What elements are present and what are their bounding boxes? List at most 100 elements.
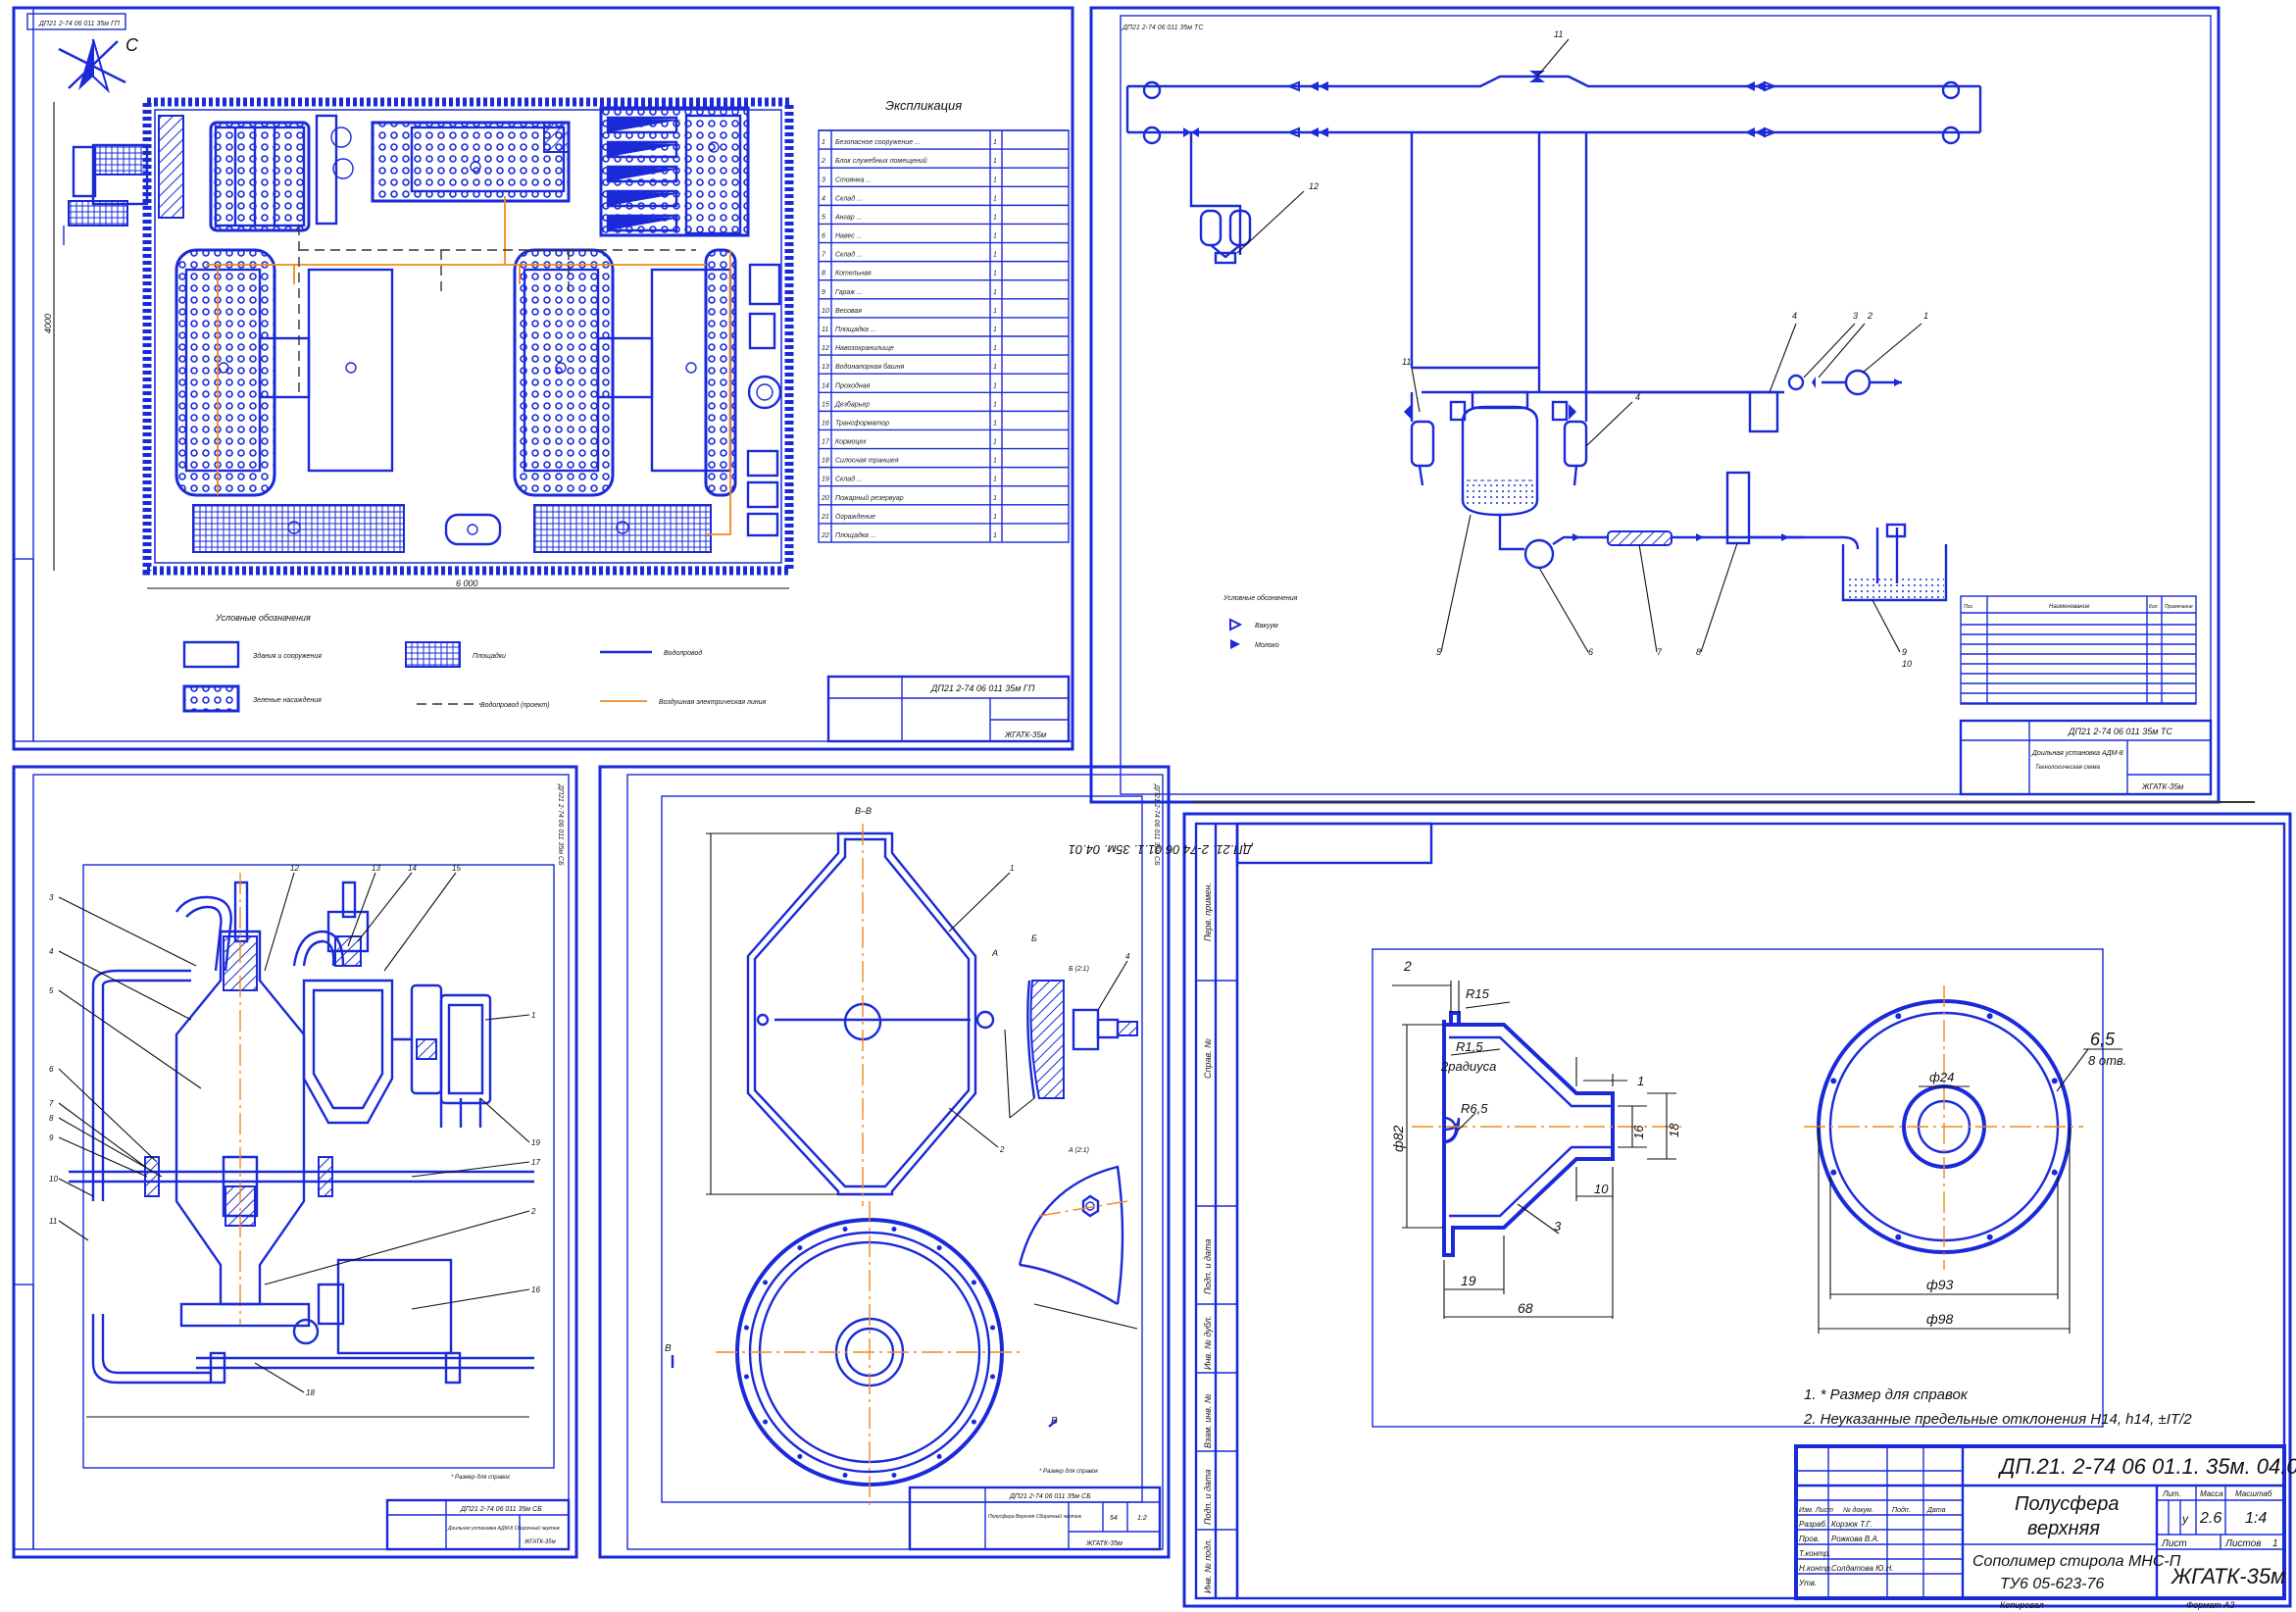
sheet4-sheet-no: 54	[1110, 1515, 1118, 1522]
sheet3-label-5: 5	[49, 986, 54, 995]
detail-a: А (2:1)	[1018, 1147, 1138, 1330]
sheet3-side-stamp	[13, 1284, 34, 1550]
sheet2-legend-title: Условные обозначения	[1223, 594, 1298, 602]
explication-row-qty: 1	[993, 289, 997, 296]
barns	[175, 248, 737, 497]
bolt-hole	[1986, 1234, 1993, 1240]
explication-row-number: 9	[822, 289, 825, 296]
explication-row-number: 10	[822, 308, 829, 315]
side-label-6: Подп. и дата	[1203, 1470, 1213, 1525]
sheet2-label-11b: 11	[1402, 357, 1411, 367]
explication-row-number: 14	[822, 382, 829, 389]
explication-row-qty: 1	[993, 252, 997, 259]
explication-row-name: Пожарный резервуар	[835, 494, 904, 502]
dim-height: 4000	[43, 314, 53, 333]
bolt-hole	[2051, 1078, 2058, 1084]
sheet2-spec-h3: Кол.	[2149, 604, 2159, 610]
head-scale: Масштаб	[2235, 1489, 2272, 1498]
dim-1: 1	[1637, 1074, 1644, 1088]
sheet2-spec-h2: Наименование	[2049, 604, 2090, 610]
sheet3-inner-frame	[32, 774, 570, 1550]
legend-sym-2: Зеленые насаждения	[253, 696, 322, 704]
copied-label: Копировал	[2000, 1600, 2044, 1610]
sheet3-label-8: 8	[49, 1114, 54, 1123]
sign-row-1-name: Корзюк Т.Г.	[1831, 1520, 1872, 1529]
sheet5-side-stamp: Перв. примен. Справ. № Подп. и дата Инв.…	[1194, 822, 1239, 1600]
explication-row-name: Гараж ...	[835, 289, 863, 296]
dim-3: 3	[1554, 1219, 1562, 1234]
sheet3-title-name: Доильная установка АДМ-8 Сборочный черте…	[447, 1525, 560, 1532]
sheet2-label-5: 5	[1436, 647, 1442, 657]
sheet4-drawing-frame	[661, 795, 1143, 1503]
north-label: С	[125, 35, 139, 55]
explication-row-name: Ограждение	[835, 513, 875, 521]
head-lit: Лит.	[2162, 1489, 2181, 1498]
bolt-hole	[743, 1325, 749, 1331]
water-line	[298, 226, 696, 392]
sign-row-4-role: Н.контр.	[1799, 1564, 1832, 1573]
legend-sym-4: Водопровод	[664, 649, 702, 657]
sheet3-org: ЖГАТК-35м	[524, 1539, 556, 1545]
sign-row-2-role: Пров.	[1799, 1535, 1820, 1543]
list-label: Лист	[2161, 1538, 2187, 1549]
power-line	[206, 196, 731, 535]
sign-row-0-role: Изм. Лист	[1799, 1507, 1833, 1514]
sheet2-spec-h4: Примечание	[2165, 604, 2193, 610]
sheet5-org: ЖГАТК-35м	[2171, 1564, 2285, 1588]
section-vv: В–В А Б 1 2	[706, 806, 1037, 1206]
mass-value: 2.6	[2199, 1510, 2221, 1527]
territory-inner	[154, 109, 782, 564]
sheet2-legend: Условные обозначения Вакуум Молоко	[1223, 594, 1298, 649]
detail-b: Б (2:1) 4	[1004, 952, 1138, 1119]
legend-sym-5: Водопровод (проект)	[480, 701, 550, 709]
bolt-hole	[797, 1245, 803, 1251]
dim-68: 68	[1518, 1300, 1533, 1316]
sign-row-4-name: Солдатова Ю.Н.	[1831, 1564, 1894, 1573]
explication-row-qty: 1	[993, 477, 997, 483]
sheet-part-drawing: ДП.21. 2-74 06 01.1. 35м. 04.01 Перв. пр…	[1069, 812, 2296, 1610]
note-1: 1. * Размер для справок	[1804, 1386, 1969, 1403]
legend-symbols-title: Условные обозначения	[215, 613, 311, 623]
explication-row-name: Безопасное сооружение ...	[835, 139, 921, 146]
sheet-process-scheme: ДП21 2-74 06 011 35м ТС 11	[1089, 6, 2221, 804]
explication-row-number: 4	[822, 195, 825, 202]
material-2: ТУ6 05-623-76	[2000, 1576, 2104, 1592]
explication-row-number: 17	[822, 439, 830, 446]
bolt-hole	[1830, 1169, 1837, 1176]
explication-row-qty: 1	[993, 271, 997, 277]
sheet2-legend-vacuum: Вакуум	[1255, 623, 1278, 630]
explication-row-name: Склад ...	[835, 476, 863, 483]
sheet2-legend-milk: Молоко	[1255, 642, 1279, 649]
sign-row-0-sign: Подп.	[1892, 1506, 1911, 1514]
explication-row-number: 22	[821, 532, 829, 539]
side-label-5: Взам. инв. №	[1203, 1393, 1213, 1448]
sheet5-inner-frame	[1235, 822, 2286, 1600]
building-top-left	[63, 114, 338, 245]
dim-2radius: 2радиуса	[1440, 1059, 1496, 1074]
sheet1-inner-frame	[32, 7, 1073, 742]
explication-row-name: Площадка ...	[835, 326, 876, 333]
dim-10: 10	[1594, 1182, 1609, 1196]
sheet2-corner-code: ДП21 2-74 06 011 35м ТС	[1122, 25, 1204, 31]
side-label-1: Перв. примен.	[1203, 882, 1213, 941]
sheet-assembly: ДП21 2-74 06 011 35м СБ	[12, 765, 578, 1559]
explication-row-name: Склад ...	[835, 251, 863, 259]
explication-row-qty: 1	[993, 458, 997, 465]
sheet-general-plan: ДП21 2-74 06 011 35м ГП С	[12, 6, 1074, 751]
part-front-view: 6,5 8 отв. ф24 ф93 ф98	[1804, 985, 2126, 1334]
sheet3-label-6: 6	[49, 1065, 54, 1074]
sheet4-title-block: ДП21 2-74 06 011 35м СБ Полусфера Верхня…	[908, 1486, 1162, 1551]
sheet3-corner-code: ДП21 2-74 06 011 35м СБ	[557, 783, 564, 866]
explication-row-name: Трансформатор	[835, 420, 889, 427]
bolt-hole	[1895, 1013, 1902, 1020]
side-label-4: Инв. № дубл.	[1203, 1316, 1213, 1370]
feeders-top-right	[599, 106, 750, 237]
explication-row-qty: 1	[993, 195, 997, 202]
dim-r65: R6,5	[1461, 1101, 1488, 1116]
sign-row-3-role: Т.контр.	[1799, 1549, 1830, 1558]
explication-row-number: 20	[821, 495, 829, 502]
explication-row-qty: 1	[993, 514, 997, 521]
bolt-hole	[971, 1419, 976, 1425]
sheet5-corner-code: ДП.21. 2-74 06 01.1. 35м. 04.01	[1069, 842, 1254, 857]
sheet2-label-11: 11	[1554, 29, 1563, 39]
